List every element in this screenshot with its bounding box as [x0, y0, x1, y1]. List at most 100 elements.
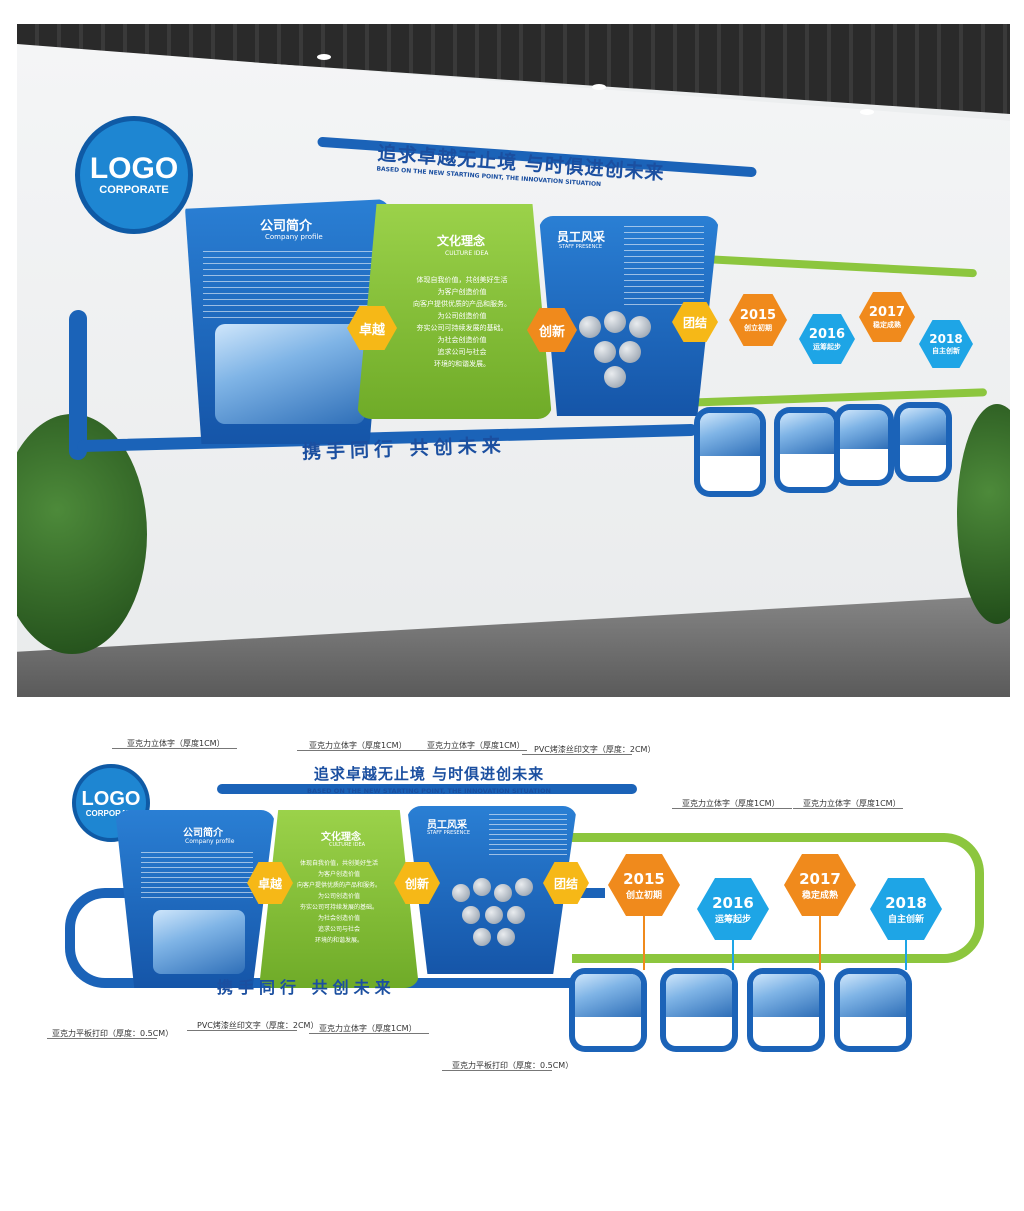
frame-line [69, 309, 87, 461]
timeline-label: 稳定成熟 [873, 320, 901, 329]
ceiling-light [317, 54, 331, 60]
annotation-line [297, 750, 417, 751]
timeline-frame [834, 404, 894, 486]
timeline-label: 创立初期 [744, 323, 772, 332]
annotation-line [417, 750, 527, 751]
headline: 追求卓越无止境 与时俱进创未来 BASED ON THE NEW STARTIN… [279, 763, 579, 795]
value-hex-excellence: 卓越 [347, 306, 397, 350]
ceiling-light [592, 84, 606, 90]
staff-subtitle: STAFF PRESENCE [427, 830, 470, 836]
frame-line [217, 784, 637, 794]
culture-card: 文化理念 CULTURE IDEA 体现自我价值，共创美好生活 为客户创造价值 … [259, 810, 419, 988]
culture-line: 追求公司与社会 [437, 348, 487, 356]
culture-lines: 体现自我价值，共创美好生活 为客户创造价值 向客户提供优质的产品和服务。 为公司… [397, 274, 527, 370]
wall-render: LOGO CORPORATE 追求卓越无止境 与时俱进创未来 BASED ON … [17, 24, 1010, 697]
annotation-line [442, 1070, 552, 1071]
staff-body [624, 226, 704, 306]
timeline-year: 2015 [623, 869, 665, 888]
annotation-line [793, 808, 903, 809]
annotation-line [309, 1033, 429, 1034]
staff-photo [462, 906, 480, 924]
culture-title: 文化理念 [437, 234, 486, 248]
timeline-label: 自主创新 [887, 914, 924, 925]
staff-photo [629, 316, 651, 338]
staff-photo [507, 906, 525, 924]
culture-line: 夯实公司可持续发展的基础。 [299, 904, 378, 911]
timeline-label: 自主创新 [932, 347, 960, 355]
timeline-year: 2016 [808, 326, 846, 342]
logo: LOGO CORPORATE [75, 116, 193, 234]
annotation-line [112, 748, 237, 749]
timeline-connector [732, 940, 734, 970]
annotation: 亚克力立体字（厚度1CM） [682, 799, 780, 808]
staff-body [489, 814, 567, 858]
staff-title: 员工风采 [557, 230, 606, 244]
company-building-image [215, 324, 365, 424]
staff-photo [452, 884, 470, 902]
timeline-year: 2017 [799, 869, 841, 888]
timeline-frame [569, 968, 647, 1052]
company-card: 公司简介 Company profile [115, 810, 275, 988]
timeline-frame [694, 407, 766, 497]
annotation: 亚克力平板打印（厚度：0.5CM） [52, 1029, 174, 1038]
timeline-frame [660, 968, 738, 1052]
culture-line: 为公司创造价值 [437, 312, 487, 320]
staff-photo [494, 884, 512, 902]
culture-line: 向客户提供优质的产品和服务。 [413, 300, 511, 308]
value-excellence: 卓越 [257, 876, 282, 891]
staff-photo [497, 928, 515, 946]
company-title: 公司简介 [183, 828, 223, 839]
company-title: 公司简介 [260, 219, 313, 234]
staff-photo [594, 341, 616, 363]
staff-card: 员工风采 STAFF PRESENCE [539, 216, 719, 416]
ceiling-light [860, 109, 874, 115]
culture-line: 为客户创造价值 [317, 871, 360, 878]
value-innovation: 创新 [538, 324, 565, 340]
value-innovation: 创新 [404, 876, 429, 891]
company-subtitle: Company profile [185, 838, 235, 845]
culture-title: 文化理念 [321, 832, 361, 843]
staff-photo [515, 878, 533, 896]
annotation: 亚克力平板打印（厚度：0.5CM） [452, 1061, 574, 1070]
culture-subtitle: CULTURE IDEA [445, 250, 489, 257]
timeline-label: 运筹起步 [714, 914, 751, 925]
timeline-year: 2016 [712, 893, 754, 912]
culture-line: 环境的和谐发展。 [434, 360, 490, 368]
staff-photo [473, 928, 491, 946]
staff-photo [473, 878, 491, 896]
timeline-year: 2018 [929, 332, 963, 346]
frame-line [572, 833, 984, 963]
annotation-line [672, 808, 792, 809]
staff-photo [604, 311, 626, 333]
culture-subtitle: CULTURE IDEA [329, 842, 366, 848]
timeline-frame [834, 968, 912, 1052]
company-subtitle: Company profile [265, 233, 323, 241]
logo-text: LOGO [89, 152, 179, 185]
value-excellence: 卓越 [358, 322, 385, 338]
timeline-frame [747, 968, 825, 1052]
timeline-frame [894, 402, 952, 482]
company-building-image [153, 910, 245, 974]
staff-photo [604, 366, 626, 388]
company-body [141, 852, 253, 902]
culture-line: 夯实公司可持续发展的基础。 [416, 324, 508, 332]
annotation: 亚克力立体字（厚度1CM） [427, 741, 525, 750]
culture-line: 向客户提供优质的产品和服务。 [296, 882, 381, 889]
timeline-label: 稳定成熟 [801, 890, 838, 901]
culture-lines: 体现自我价值，共创美好生活 为客户创造价值 向客户提供优质的产品和服务。 为公司… [279, 858, 399, 946]
value-hex-unity: 团结 [672, 302, 718, 342]
annotation: PVC烤漆丝印文字（厚度：2CM） [197, 1021, 319, 1030]
staff-subtitle: STAFF PRESENCE [559, 244, 602, 250]
staff-photo [619, 341, 641, 363]
annotation: 亚克力立体字（厚度1CM） [803, 799, 901, 808]
logo-subtext: CORPORATE [99, 184, 169, 196]
culture-line: 环境的和谐发展。 [314, 937, 363, 944]
timeline-label: 运筹起步 [813, 342, 841, 351]
staff-photo [485, 906, 503, 924]
value-unity: 团结 [682, 315, 707, 330]
annotation: PVC烤漆丝印文字（厚度：2CM） [534, 745, 656, 754]
headline-en: BASED ON THE NEW STARTING POINT, THE INN… [307, 787, 551, 795]
culture-line: 追求公司与社会 [317, 926, 360, 933]
annotation: 亚克力立体字（厚度1CM） [127, 739, 225, 748]
